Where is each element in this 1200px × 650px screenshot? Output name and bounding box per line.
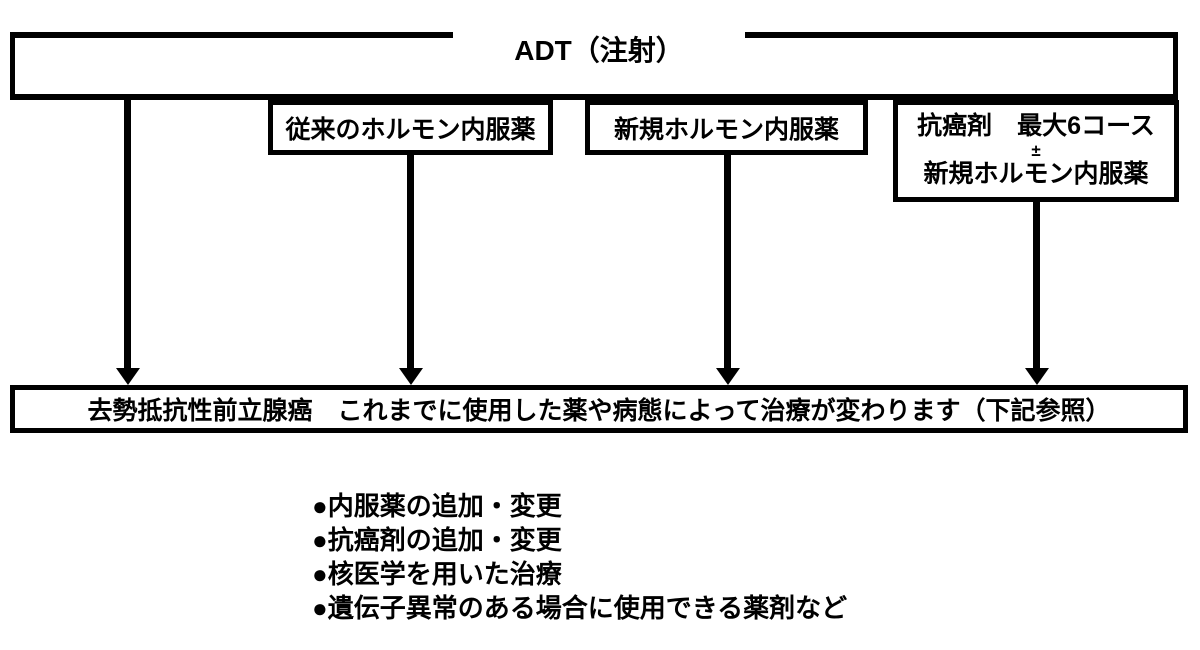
arrow-down-2-head-icon	[399, 368, 423, 385]
list-item: ●抗癌剤の追加・変更	[312, 525, 562, 555]
arrow-down-2-shaft	[407, 155, 414, 368]
adt-box-top-border-right	[745, 32, 1178, 38]
chemotherapy-box: 抗癌剤 最大6コース ± 新規ホルモン内服薬	[893, 100, 1179, 202]
list-item: ●遺伝子異常のある場合に使用できる薬剤など	[312, 593, 848, 623]
new-hormone-box: 新規ホルモン内服薬	[585, 100, 868, 155]
arrow-down-3-head-icon	[716, 368, 740, 385]
list-item: ●内服薬の追加・変更	[312, 491, 562, 521]
new-hormone-label: 新規ホルモン内服薬	[613, 115, 839, 144]
adt-box-top-border-left	[10, 32, 453, 38]
crpc-result-text: 去勢抵抗性前立腺癌 これまでに使用した薬や病態によって治療が変わります（下記参照…	[87, 397, 1111, 425]
chemotherapy-line-1: 抗癌剤 最大6コース	[917, 112, 1155, 141]
crpc-result-bar: 去勢抵抗性前立腺癌 これまでに使用した薬や病態によって治療が変わります（下記参照…	[10, 385, 1188, 433]
treatment-options-list: ●内服薬の追加・変更 ●抗癌剤の追加・変更 ●核医学を用いた治療 ●遺伝子異常の…	[312, 489, 847, 625]
arrow-down-4-head-icon	[1025, 368, 1049, 385]
chemotherapy-line-2: 新規ホルモン内服薬	[923, 160, 1149, 189]
plus-minus-symbol: ±	[1031, 140, 1041, 160]
arrow-down-3-shaft	[724, 155, 731, 368]
list-item: ●核医学を用いた治療	[312, 559, 562, 589]
adt-injection-box	[10, 32, 1178, 100]
arrow-down-4-shaft	[1033, 202, 1040, 368]
adt-injection-title: ADT（注射）	[514, 35, 684, 66]
arrow-down-1-head-icon	[116, 368, 140, 385]
conventional-hormone-label: 従来のホルモン内服薬	[285, 115, 536, 144]
conventional-hormone-box: 従来のホルモン内服薬	[268, 100, 553, 155]
arrow-down-1-shaft	[124, 100, 131, 368]
